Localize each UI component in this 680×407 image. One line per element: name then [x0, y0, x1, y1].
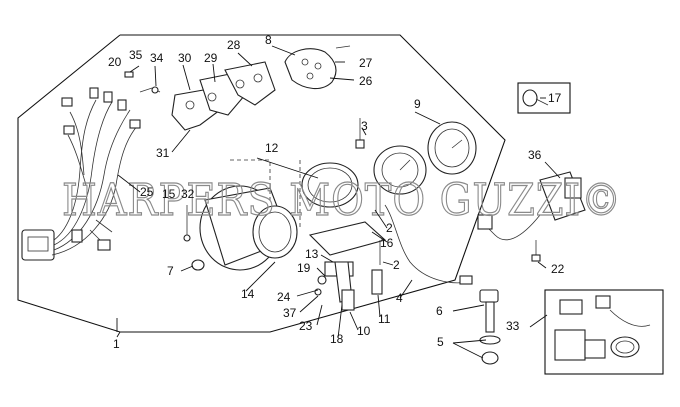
watermark: HARPERS MOTO GUZZI© — [62, 175, 622, 226]
label-25: 25 — [140, 185, 154, 199]
label-28: 28 — [227, 38, 241, 52]
label-2a: 2 — [386, 221, 393, 235]
label-20: 20 — [108, 55, 122, 69]
label-23: 23 — [299, 319, 313, 333]
top-plate — [284, 45, 351, 90]
leader-1 — [116, 331, 121, 338]
label-35: 35 — [129, 48, 143, 62]
wiring-harness — [21, 87, 141, 261]
label-12: 12 — [265, 141, 279, 155]
label-34: 34 — [150, 51, 164, 65]
label-32: 32 — [181, 187, 195, 201]
key-box — [517, 82, 571, 114]
label-10: 10 — [357, 324, 371, 338]
label-36: 36 — [528, 148, 542, 162]
label-9: 9 — [414, 97, 421, 111]
leader-lines — [117, 45, 561, 359]
part-labels: 1 20 35 34 30 29 28 8 27 26 9 17 3 31 12… — [108, 33, 565, 351]
sensor — [479, 289, 501, 365]
label-37: 37 — [283, 306, 297, 320]
cable-end — [459, 275, 473, 285]
label-27: 27 — [359, 56, 373, 70]
switch-brackets — [171, 61, 276, 131]
label-14: 14 — [241, 287, 255, 301]
label-11: 11 — [378, 312, 391, 326]
label-26: 26 — [359, 74, 373, 88]
label-17: 17 — [548, 91, 562, 105]
label-19: 19 — [297, 261, 311, 275]
label-13: 13 — [305, 247, 319, 261]
instrument-housing — [199, 159, 301, 271]
speedo-cable — [384, 204, 469, 284]
label-2b: 2 — [393, 258, 400, 272]
label-30: 30 — [178, 51, 192, 65]
label-24: 24 — [277, 290, 291, 304]
kit-contents — [554, 295, 651, 361]
gauges — [373, 121, 477, 195]
label-6: 6 — [436, 304, 443, 318]
label-16: 16 — [380, 236, 394, 250]
label-7: 7 — [167, 264, 174, 278]
label-5: 5 — [437, 335, 444, 349]
label-1: 1 — [113, 337, 120, 351]
bracket — [308, 221, 387, 256]
kit-box — [544, 289, 664, 375]
label-4: 4 — [396, 291, 403, 305]
label-18: 18 — [330, 332, 344, 346]
ignition-switch — [477, 171, 586, 262]
ring — [301, 162, 359, 208]
label-31: 31 — [156, 146, 170, 160]
label-8: 8 — [265, 33, 272, 47]
hardware — [183, 118, 383, 311]
label-33: 33 — [506, 319, 520, 333]
label-15: 15 — [162, 187, 176, 201]
label-3: 3 — [361, 119, 368, 133]
connector-parts — [124, 71, 161, 94]
assembly-outline — [17, 34, 506, 333]
label-22: 22 — [551, 262, 565, 276]
label-29: 29 — [204, 51, 218, 65]
